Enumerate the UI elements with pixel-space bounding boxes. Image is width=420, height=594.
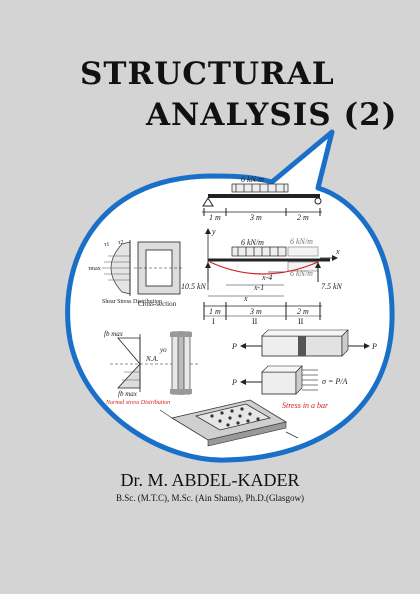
reaction-left-label: 10.5 kN [181,282,207,291]
x-axis-label: x [335,247,340,256]
cross-section-caption: Cross-section [138,300,177,308]
sigma-label: σ = P/A [322,377,347,386]
title-line-1: STRUCTURAL [80,56,335,92]
y-axis-label: y [211,227,216,236]
p-right-label: P [371,342,377,351]
normal-stress-caption: Normal stress Distribution [105,400,170,406]
middle-beam-diagram: y x 6 kN/m 6 kN/m 6 kN/m 10.5 kN 7.5 kN … [181,227,343,326]
dim-x4-label: x-4 [261,273,272,282]
top-span-b: 3 m [249,213,262,222]
top-span-a: 1 m [209,213,221,222]
right-load-label-a: 6 kN/m [290,237,313,246]
tau2-label: τ2 [118,240,123,246]
middle-load-label: 6 kN/m [241,238,264,247]
fb-top-label: fb max [104,330,124,338]
author-degrees: B.Sc. (M.T.C), M.Sc. (Ain Shams), Ph.D.(… [115,493,305,503]
na-label: N.A. [145,355,159,363]
normal-stress-diagram: fb max N.A. yo fb max Normal stress Dist… [104,330,200,406]
dim-x1-label: x-1 [253,283,264,292]
tau1-label: τ1 [104,242,109,248]
right-load-label-b: 6 kN/m [290,269,313,278]
top-beam-diagram: 6 kN/m 1 m 3 m 2 m [202,175,322,222]
segment-ii: II [252,317,258,326]
p-lower-label: P [231,378,237,387]
segment-iii: II [298,317,304,326]
shear-caption: Shear Stress Distribution [102,299,162,305]
dim-x-label: x [243,294,248,303]
bolted-connection-illustration [159,399,299,447]
top-load-label: 6 kN/m [241,175,264,184]
fb-bottom-label: fb max [118,390,138,398]
mid-span-a: 1 m [209,307,221,316]
title-line-2: ANALYSIS (2) [146,97,398,133]
author-name: Dr. M. ABDEL-KADER [120,470,300,490]
shear-caption-line: Shear Stress Distribution [102,299,162,305]
bar-caption: Stress in a bar [282,401,329,410]
mid-span-c: 2 m [297,307,309,316]
shear-stress-diagram: τmax τ1 τ2 Shear Stress Distribution Cro… [88,240,184,308]
top-span-c: 2 m [297,213,309,222]
tau-max-label: τmax [88,266,101,272]
p-left-label: P [231,342,237,351]
segment-i: I [212,317,215,326]
bar-stress-diagram: P P P σ = P/A Stress in a bar [231,329,377,410]
yo-label: yo [159,346,167,354]
mid-span-b: 3 m [249,307,262,316]
reaction-right-label: 7.5 kN [321,282,343,291]
